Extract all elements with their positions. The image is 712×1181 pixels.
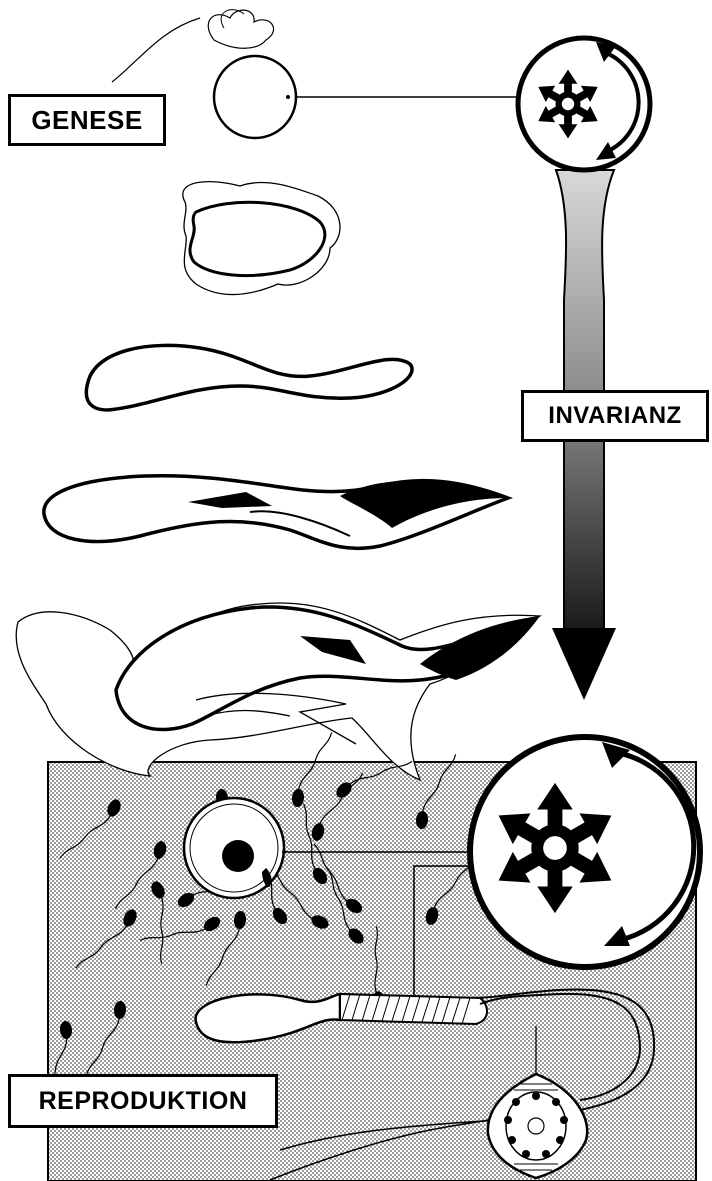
embryo-stage-4: [44, 476, 508, 549]
embryo-stage-3: [86, 345, 412, 410]
genese-label: GENESE: [8, 94, 166, 146]
embryo-stage-5: [16, 603, 540, 780]
invariance-arrowhead: [552, 628, 616, 700]
invarianz-label: INVARIANZ: [521, 390, 709, 442]
invariance-circle-small: [518, 38, 650, 170]
embryo-stage-2: [183, 182, 340, 295]
invariance-circle-large: [470, 737, 700, 967]
reproduktion-label: REPRODUKTION: [8, 1074, 278, 1128]
fertilized-egg: [184, 798, 286, 898]
